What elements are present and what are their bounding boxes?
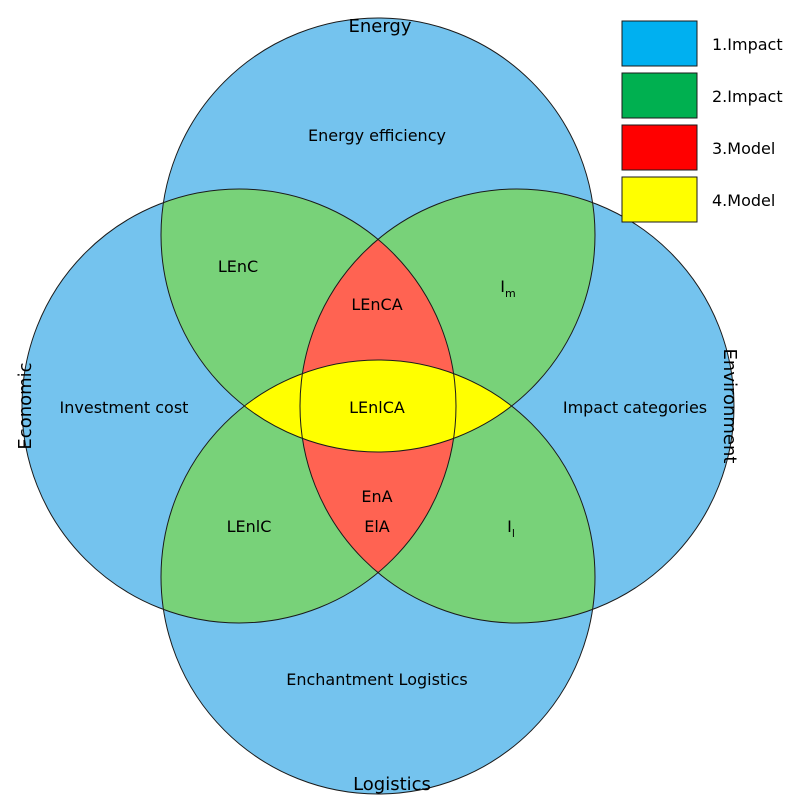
label-lenc: LEnC	[218, 257, 258, 276]
legend-swatch-1	[621, 20, 698, 67]
label-lenlc: LEnlC	[227, 517, 272, 536]
legend-label-4: 4.Model	[712, 191, 775, 210]
legend-item-1: 1.Impact	[621, 20, 783, 67]
label-enchantment-logistics: Enchantment Logistics	[286, 670, 468, 689]
legend-item-3: 3.Model	[621, 124, 775, 171]
legend-label-3: 3.Model	[712, 139, 775, 158]
label-im-base: I	[500, 277, 505, 296]
legend-label-1: 1.Impact	[712, 35, 783, 54]
circle-outlines	[21, 17, 735, 795]
label-lenca: LEnCA	[351, 295, 402, 314]
label-im-sub: m	[505, 287, 516, 300]
title-energy: Energy	[348, 16, 411, 37]
title-economic: Economic	[15, 362, 36, 449]
outline-economic	[21, 188, 457, 624]
legend-label-2: 2.Impact	[712, 87, 783, 106]
legend-swatch-3	[621, 124, 698, 171]
label-energy-efficiency: Energy efficiency	[308, 126, 446, 145]
label-il: Il	[507, 517, 515, 540]
legend-swatch-4	[621, 176, 698, 223]
legend: 1.Impact 2.Impact 3.Model 4.Model	[621, 20, 783, 223]
outline-logistics	[160, 359, 596, 795]
outline-energy	[160, 17, 596, 453]
label-lenlca: LEnlCA	[349, 398, 405, 417]
label-ena: EnA	[361, 487, 392, 506]
legend-swatch-2	[621, 72, 698, 119]
outline-environment	[299, 188, 735, 624]
label-il-base: I	[507, 517, 512, 536]
legend-item-4: 4.Model	[621, 176, 775, 223]
legend-item-2: 2.Impact	[621, 72, 783, 119]
label-impact-categories: Impact categories	[563, 398, 707, 417]
label-ela: ElA	[364, 517, 390, 536]
title-logistics: Logistics	[353, 774, 431, 795]
title-environment: Environment	[719, 349, 740, 464]
label-im: Im	[500, 277, 515, 300]
label-investment-cost: Investment cost	[60, 398, 189, 417]
label-il-sub: l	[512, 527, 515, 540]
